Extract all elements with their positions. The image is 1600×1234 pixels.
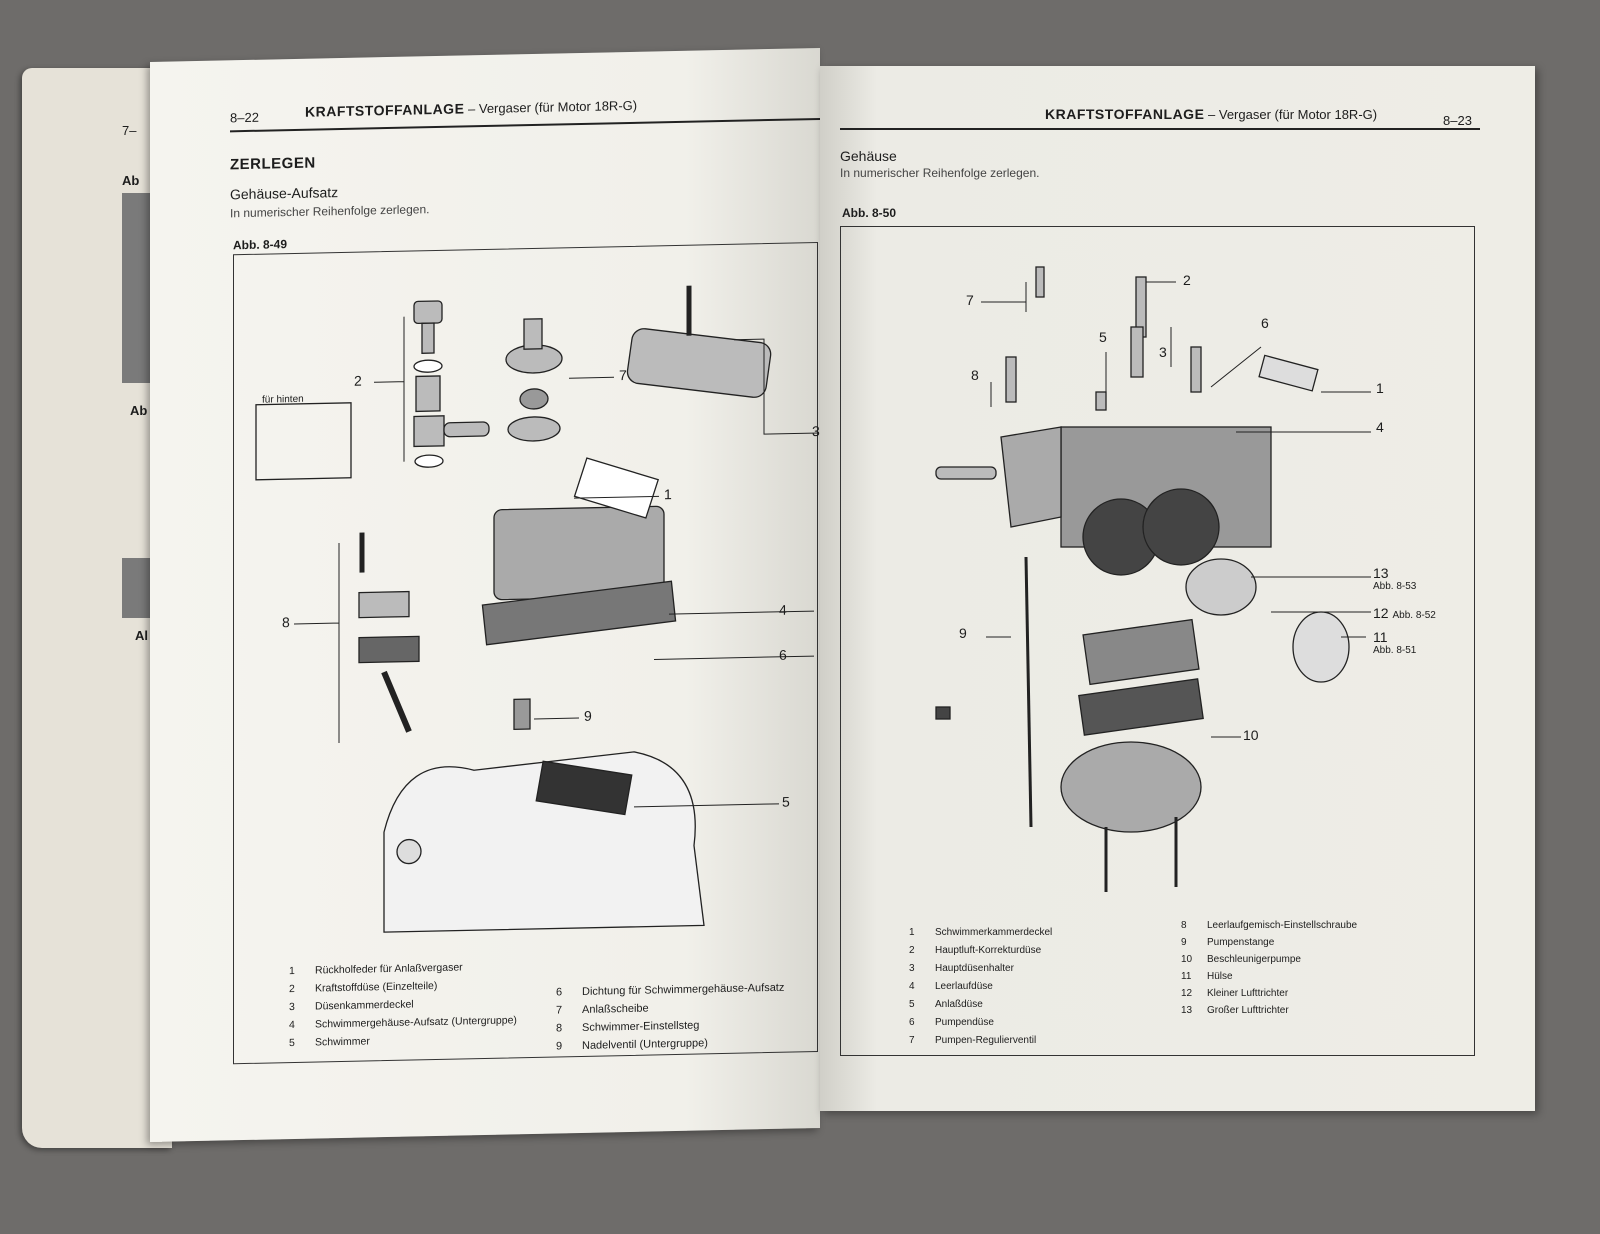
under-label: Ab xyxy=(130,403,148,418)
right-page: KRAFTSTOFFANLAGE – Vergaser (für Motor 1… xyxy=(820,66,1535,1111)
subchapter-title: – Vergaser (für Motor 18R-G) xyxy=(468,97,638,117)
instruction-text: In numerischer Reihenfolge zerlegen. xyxy=(840,166,1040,180)
callout-3: 3 xyxy=(1159,344,1167,360)
inset-label: für hinten xyxy=(262,393,304,406)
left-page: 8–22 KRAFTSTOFFANLAGE – Vergaser (für Mo… xyxy=(150,47,820,1143)
running-header: KRAFTSTOFFANLAGE – Vergaser (für Motor 1… xyxy=(1045,106,1377,122)
chapter-title: KRAFTSTOFFANLAGE xyxy=(1045,106,1205,122)
subsection-title: Gehäuse xyxy=(840,148,897,164)
callout-8: 8 xyxy=(282,614,290,631)
callout-7: 7 xyxy=(619,367,627,384)
callout-7: 7 xyxy=(966,292,974,308)
chapter-title: KRAFTSTOFFANLAGE xyxy=(305,100,465,120)
callout-12: 12 Abb. 8-52 xyxy=(1373,605,1436,621)
callout-5: 5 xyxy=(782,793,790,810)
callout-9: 9 xyxy=(584,707,592,724)
subchapter-title: – Vergaser (für Motor 18R-G) xyxy=(1208,107,1378,122)
page-number: 8–22 xyxy=(230,109,259,126)
figure-label: Abb. 8-50 xyxy=(842,206,897,220)
callout-1: 1 xyxy=(1376,380,1384,396)
callout-6: 6 xyxy=(779,646,787,663)
callout-4: 4 xyxy=(1376,419,1384,435)
callout-10: 10 xyxy=(1243,727,1259,743)
callout-3: 3 xyxy=(812,422,820,440)
section-title: ZERLEGEN xyxy=(230,154,316,174)
callout-2: 2 xyxy=(1183,272,1191,288)
callout-2: 2 xyxy=(354,372,362,389)
callout-4: 4 xyxy=(779,601,787,618)
under-label: Al xyxy=(135,628,148,643)
page-number: 8–23 xyxy=(1443,113,1472,128)
instruction-text: In numerischer Reihenfolge zerlegen. xyxy=(230,202,430,221)
under-page-number: 7– xyxy=(122,123,137,138)
subsection-title: Gehäuse-Aufsatz xyxy=(230,184,339,203)
callout-5: 5 xyxy=(1099,329,1107,345)
callout-1: 1 xyxy=(664,486,672,503)
running-header: KRAFTSTOFFANLAGE – Vergaser (für Motor 1… xyxy=(305,97,637,120)
exploded-diagram-gehaeuse-aufsatz xyxy=(255,285,819,933)
callout-6: 6 xyxy=(1261,315,1269,331)
exploded-diagram-gehaeuse xyxy=(935,266,1371,892)
callout-8: 8 xyxy=(971,367,979,383)
under-label: Ab xyxy=(122,173,140,188)
callout-9: 9 xyxy=(959,625,967,641)
figure-label: Abb. 8-49 xyxy=(233,237,288,253)
